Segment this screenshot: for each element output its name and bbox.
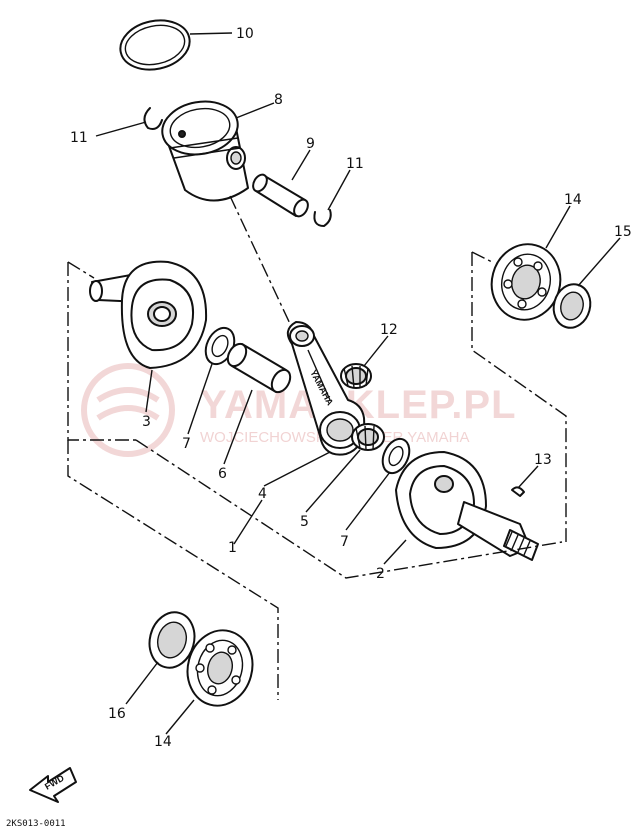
piston: [161, 100, 249, 202]
callout-washer-right: 7: [340, 534, 349, 550]
callout-crank-pin: 6: [218, 466, 227, 482]
callout-crankshaft-assembly: 1: [228, 540, 237, 556]
small-end-bearing: [340, 363, 372, 389]
bearing-left: [186, 629, 254, 707]
callout-circlip-left: 11: [70, 130, 88, 146]
assembly-bracket: [67, 251, 567, 700]
big-end-bearing: [351, 423, 385, 451]
callout-big-end-bearing: 5: [300, 514, 309, 530]
washer-left: [204, 326, 236, 366]
oil-seal-right: [552, 283, 592, 329]
callout-small-end-bearing: 12: [380, 322, 398, 338]
piston-ring: [119, 19, 191, 71]
woodruff-key: [511, 486, 525, 497]
crank-half-left: [89, 260, 208, 369]
callout-oil-seal-left: 16: [108, 706, 126, 722]
callout-crank-half-right: 2: [376, 566, 385, 582]
oil-seal-left: [148, 611, 196, 669]
bearing-right: [490, 243, 562, 321]
fwd-arrow-icon: FWD: [29, 767, 77, 803]
crank-pin: [226, 342, 292, 394]
callout-piston-ring: 10: [236, 26, 254, 42]
washer-right: [381, 437, 411, 475]
callout-circlip-right: 11: [346, 156, 364, 172]
callout-washer-left: 7: [182, 436, 191, 452]
callout-piston: 8: [274, 92, 283, 108]
piston-axis-line: [229, 195, 293, 329]
callout-connecting-rod: 4: [258, 486, 267, 502]
callout-piston-pin: 9: [306, 136, 315, 152]
callout-bearing-left: 14: [154, 734, 172, 750]
callout-labels: 10 8 11 9 11 14 15 12 3 7 6 4 5 13 1 7 2…: [70, 26, 632, 750]
callout-oil-seal-right: 15: [614, 224, 632, 240]
watermark: YAMASKLEP.PL WOJCIECHOWSKI - DEALER YAMA…: [81, 363, 516, 457]
piston-pin: [252, 173, 309, 218]
circlip-right: [313, 209, 332, 227]
callout-crank-half-left: 3: [142, 414, 151, 430]
callout-woodruff-key: 13: [534, 452, 552, 468]
footer-code: 2KS013-0011: [6, 819, 66, 829]
callout-bearing-right: 14: [564, 192, 582, 208]
circlip-left: [143, 107, 163, 130]
watermark-logo: [81, 363, 175, 457]
watermark-logo-mark: [96, 387, 160, 421]
leader-lines: [95, 32, 621, 735]
crank-half-right: [395, 451, 539, 561]
